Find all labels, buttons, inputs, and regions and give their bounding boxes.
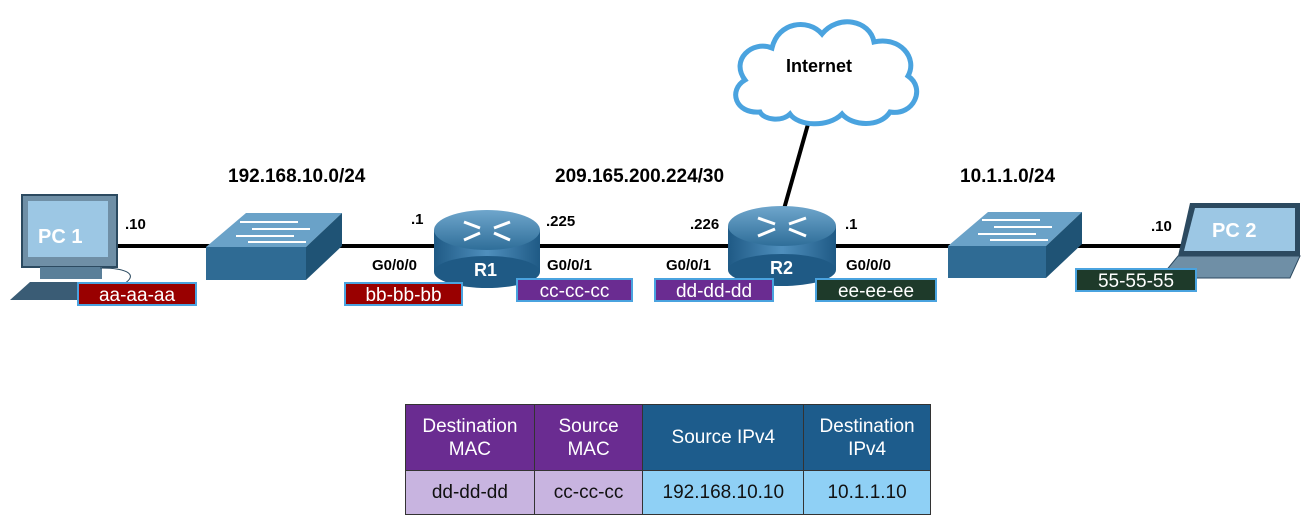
r2-g001-mac-tag: dd-dd-dd [654, 278, 774, 302]
pc1-host-id: .10 [125, 216, 146, 233]
cell-source-mac: cc-cc-cc [533, 470, 644, 515]
network-label-wan: 209.165.200.224/30 [555, 166, 725, 187]
header-source-ipv4: Source IPv4 [642, 404, 805, 471]
r1-g001-interface: G0/0/1 [547, 257, 593, 274]
internet-cloud-icon [733, 19, 920, 127]
r2-g001-interface: G0/0/1 [666, 257, 712, 274]
pc2-label: PC 2 [1212, 220, 1257, 242]
r1-g001-host-id: .225 [546, 213, 576, 230]
network-label-lan2: 10.1.1.0/24 [960, 166, 1056, 187]
table-row: dd-dd-dd cc-cc-cc 192.168.10.10 10.1.1.1… [405, 470, 931, 515]
r1-g000-host-id: .1 [411, 211, 424, 228]
cell-source-ipv4: 192.168.10.10 [642, 470, 805, 515]
cell-destination-mac: dd-dd-dd [405, 470, 535, 515]
header-destination-ipv4: Destination IPv4 [803, 404, 931, 471]
router-r2-icon [728, 206, 836, 286]
frame-header-table: Destination MAC Source MAC Source IPv4 D… [405, 404, 931, 515]
pc2-laptop-icon [1158, 203, 1301, 279]
r1-g000-interface: G0/0/0 [372, 257, 418, 274]
internet-label: Internet [786, 56, 853, 76]
r2-g000-host-id: .1 [845, 216, 858, 233]
header-source-mac: Source MAC [533, 404, 644, 471]
r2-g001-host-id: .226 [690, 216, 720, 233]
router-r2-label: R2 [770, 258, 794, 278]
r2-g000-interface: G0/0/0 [846, 257, 892, 274]
link-r2-internet [780, 109, 814, 217]
router-r1-icon [434, 210, 540, 288]
r2-g000-mac-tag: ee-ee-ee [815, 278, 937, 302]
pc1-label: PC 1 [38, 226, 83, 248]
network-label-lan1: 192.168.10.0/24 [228, 166, 366, 187]
switch2-icon [948, 212, 1082, 278]
table-header-row: Destination MAC Source MAC Source IPv4 D… [405, 404, 931, 471]
pc1-icon [10, 194, 131, 300]
cell-destination-ipv4: 10.1.1.10 [803, 470, 931, 515]
pc2-mac-tag: 55-55-55 [1075, 268, 1197, 292]
pc1-mac-tag: aa-aa-aa [77, 282, 197, 306]
network-links [118, 109, 1188, 248]
router-r1-label: R1 [474, 260, 498, 280]
r1-g000-mac-tag: bb-bb-bb [344, 282, 463, 306]
header-destination-mac: Destination MAC [405, 404, 535, 471]
r1-g001-mac-tag: cc-cc-cc [516, 278, 633, 302]
switch1-icon [206, 213, 342, 280]
pc2-host-id: .10 [1151, 218, 1172, 235]
